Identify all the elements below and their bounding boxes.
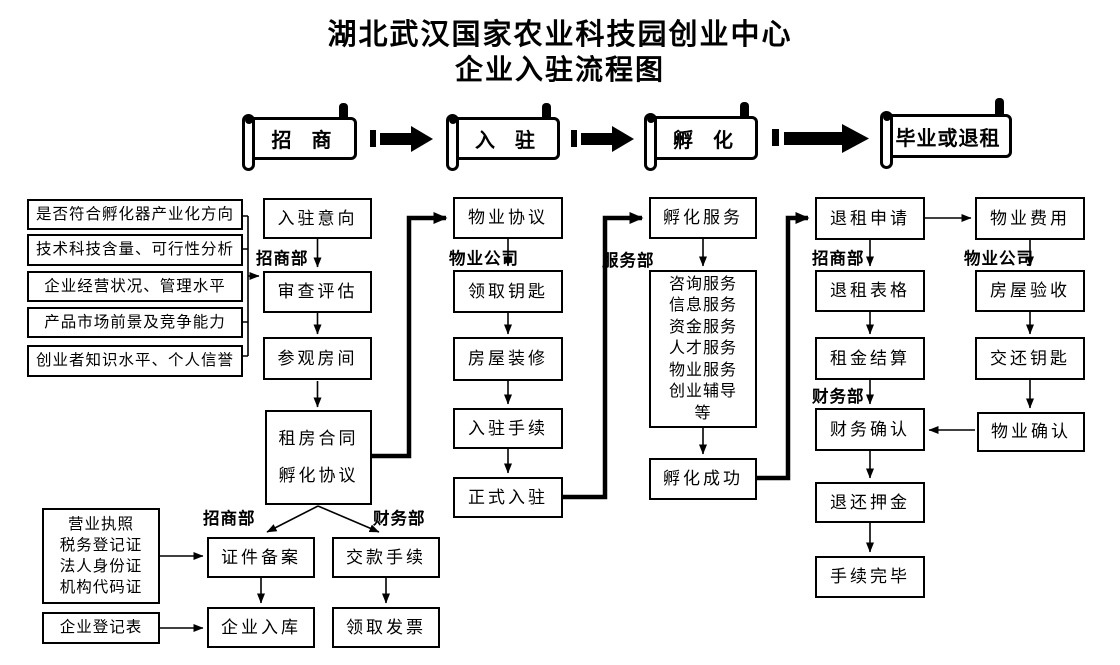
document-item: 机构代码证 (59, 579, 143, 596)
banner-incubate-label: 孵 化 (648, 116, 758, 160)
box-house-inspection: 房屋验收 (975, 270, 1085, 312)
service-item: 资金服务 (668, 318, 737, 336)
scroll-dot-icon (647, 115, 655, 123)
elbow-official-to-incubation (563, 212, 644, 500)
box-certificate-filing: 证件备案 (207, 537, 315, 578)
box-enterprise-storage: 企业入库 (207, 607, 315, 648)
criteria-market-competitiveness: 产品市场前景及竞争能力 (27, 307, 243, 338)
criteria-bracket (243, 215, 249, 357)
box-payment-procedure: 交款手续 (332, 537, 440, 578)
service-item: 信息服务 (668, 297, 737, 315)
stage-arrow-1 (370, 126, 433, 152)
service-item: 等 (694, 404, 712, 422)
document-item: 法人身份证 (59, 558, 143, 575)
page-title-line1: 湖北武汉国家农业科技园创业中心 (327, 19, 793, 51)
scroll-knob-icon (542, 103, 551, 127)
document-item: 税务登记证 (59, 537, 143, 554)
service-item: 人才服务 (668, 340, 737, 358)
service-item: 创业辅导 (668, 383, 737, 401)
box-receive-keys: 领取钥匙 (453, 270, 563, 313)
box-incubation-success: 孵化成功 (649, 458, 757, 500)
box-termination-request: 退租申请 (815, 197, 925, 240)
dept-label-recruit-1: 招商部 (256, 250, 309, 268)
dept-label-property-co-1: 物业公司 (449, 250, 519, 268)
criteria-tech-feasibility: 技术科技含量、可行性分析 (27, 234, 243, 266)
box-property-fee: 物业费用 (975, 197, 1085, 240)
box-service-list: 咨询服务 信息服务 资金服务 人才服务 物业服务 创业辅导 等 (649, 270, 757, 428)
service-item: 物业服务 (668, 361, 737, 379)
dept-label-property-co-2: 物业公司 (964, 250, 1034, 268)
scroll-dot-icon (883, 113, 891, 121)
box-visit-room: 参观房间 (263, 337, 372, 380)
scroll-dot-icon (245, 116, 253, 124)
box-termination-form: 退租表格 (815, 270, 925, 312)
box-lease-incubation-agreement: 租房合同 孵化协议 (265, 410, 372, 505)
banner-recruit-label: 招 商 (246, 117, 357, 160)
scroll-knob-icon (995, 98, 1004, 122)
scroll-knob-icon (740, 102, 749, 126)
box-deposit-refund: 退还押金 (815, 482, 925, 523)
banner-graduate: 毕业或退租 (880, 98, 1012, 169)
criteria-operations-management: 企业经营状况、管理水平 (27, 271, 243, 302)
dept-label-recruit-2: 招商部 (812, 250, 865, 268)
box-house-renovation: 房屋装修 (453, 337, 563, 381)
scroll-roll-icon (446, 114, 459, 171)
document-item: 营业执照 (67, 516, 134, 533)
box-admission-intent: 入驻意向 (263, 198, 372, 239)
box-finance-confirm: 财务确认 (815, 408, 925, 451)
stage-arrow-3 (772, 124, 869, 153)
box-receive-invoice: 领取发票 (332, 607, 440, 648)
scroll-roll-icon (242, 114, 255, 171)
box-entry-procedures: 入驻手续 (453, 408, 563, 449)
box-return-keys: 交还钥匙 (975, 337, 1085, 380)
dept-label-finance-1: 财务部 (812, 388, 865, 406)
stage-arrow-2 (571, 126, 634, 152)
banner-entry-label: 入 驻 (450, 117, 560, 160)
scroll-knob-icon (339, 103, 348, 127)
box-incubation-service: 孵化服务 (649, 197, 757, 239)
scroll-roll-icon (644, 113, 657, 171)
incubation-agreement-line: 孵化协议 (278, 466, 359, 486)
service-item: 咨询服务 (668, 275, 737, 293)
arrow-lease-to-payment (317, 505, 380, 533)
elbow-lease-to-propertyagreement (372, 212, 448, 459)
arrow-lease-to-filing (266, 505, 319, 533)
scroll-roll-icon (880, 111, 893, 169)
dept-label-recruit-3: 招商部 (203, 510, 256, 528)
scroll-dot-icon (449, 116, 457, 124)
criteria-founder-reputation: 创业者知识水平、个人信誉 (27, 345, 243, 377)
box-registration-form: 企业登记表 (42, 612, 160, 644)
banner-recruit: 招 商 (242, 103, 357, 171)
box-official-entry: 正式入驻 (453, 477, 563, 518)
banner-graduate-label: 毕业或退租 (884, 114, 1012, 158)
box-business-documents: 营业执照 税务登记证 法人身份证 机构代码证 (42, 508, 160, 604)
dept-label-finance-2: 财务部 (373, 510, 426, 528)
box-review-assessment: 审查评估 (263, 271, 372, 313)
dept-label-service: 服务部 (602, 252, 655, 270)
banner-entry: 入 驻 (446, 103, 560, 171)
box-procedure-complete: 手续完毕 (815, 556, 925, 598)
box-rent-settlement: 租金结算 (815, 337, 925, 380)
criteria-incubator-direction: 是否符合孵化器产业化方向 (27, 199, 243, 230)
banner-incubate: 孵 化 (644, 102, 758, 171)
page-title-line2: 企业入驻流程图 (454, 54, 665, 85)
box-property-confirm: 物业确认 (977, 412, 1085, 452)
box-property-agreement: 物业协议 (453, 197, 563, 239)
lease-contract-line: 租房合同 (278, 429, 359, 449)
elbow-success-to-request (757, 212, 810, 481)
